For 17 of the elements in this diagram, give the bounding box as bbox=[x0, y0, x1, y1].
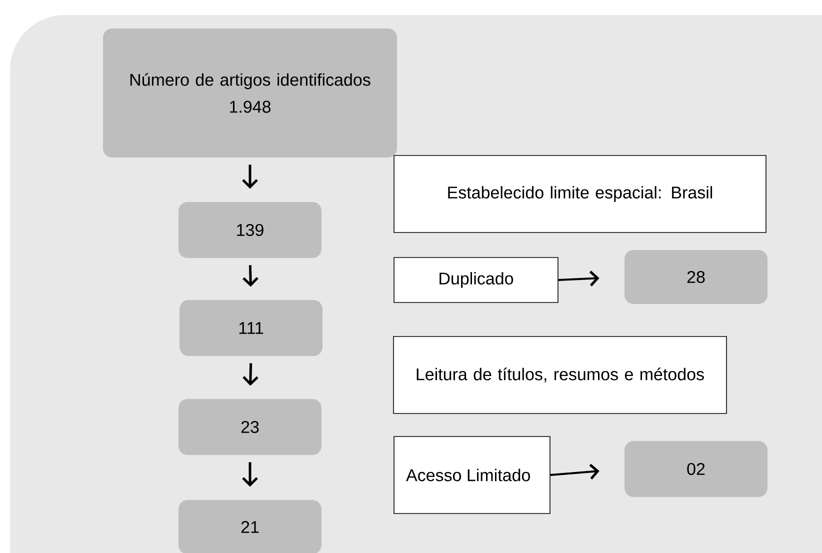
count-box: Número de artigos identificados 1.948 bbox=[103, 28, 397, 158]
arrow bbox=[550, 464, 600, 480]
count-box: 02 bbox=[624, 441, 768, 497]
step-box: Acesso Limitado bbox=[394, 436, 550, 514]
arrow bbox=[558, 270, 600, 286]
arrow bbox=[242, 363, 258, 386]
count-box: 139 bbox=[178, 202, 322, 258]
step-box: Estabelecido limite espacial: Brasil bbox=[394, 155, 766, 233]
step-box: Leitura de títulos, resumos e métodos bbox=[393, 336, 727, 414]
arrow bbox=[242, 265, 258, 287]
step-box: Duplicado bbox=[394, 257, 558, 303]
count-box: 111 bbox=[180, 300, 322, 356]
count-box: 28 bbox=[624, 250, 768, 304]
arrow bbox=[242, 462, 258, 487]
arrow bbox=[242, 164, 258, 189]
count-box: 21 bbox=[178, 500, 322, 553]
count-box: 23 bbox=[178, 399, 322, 455]
